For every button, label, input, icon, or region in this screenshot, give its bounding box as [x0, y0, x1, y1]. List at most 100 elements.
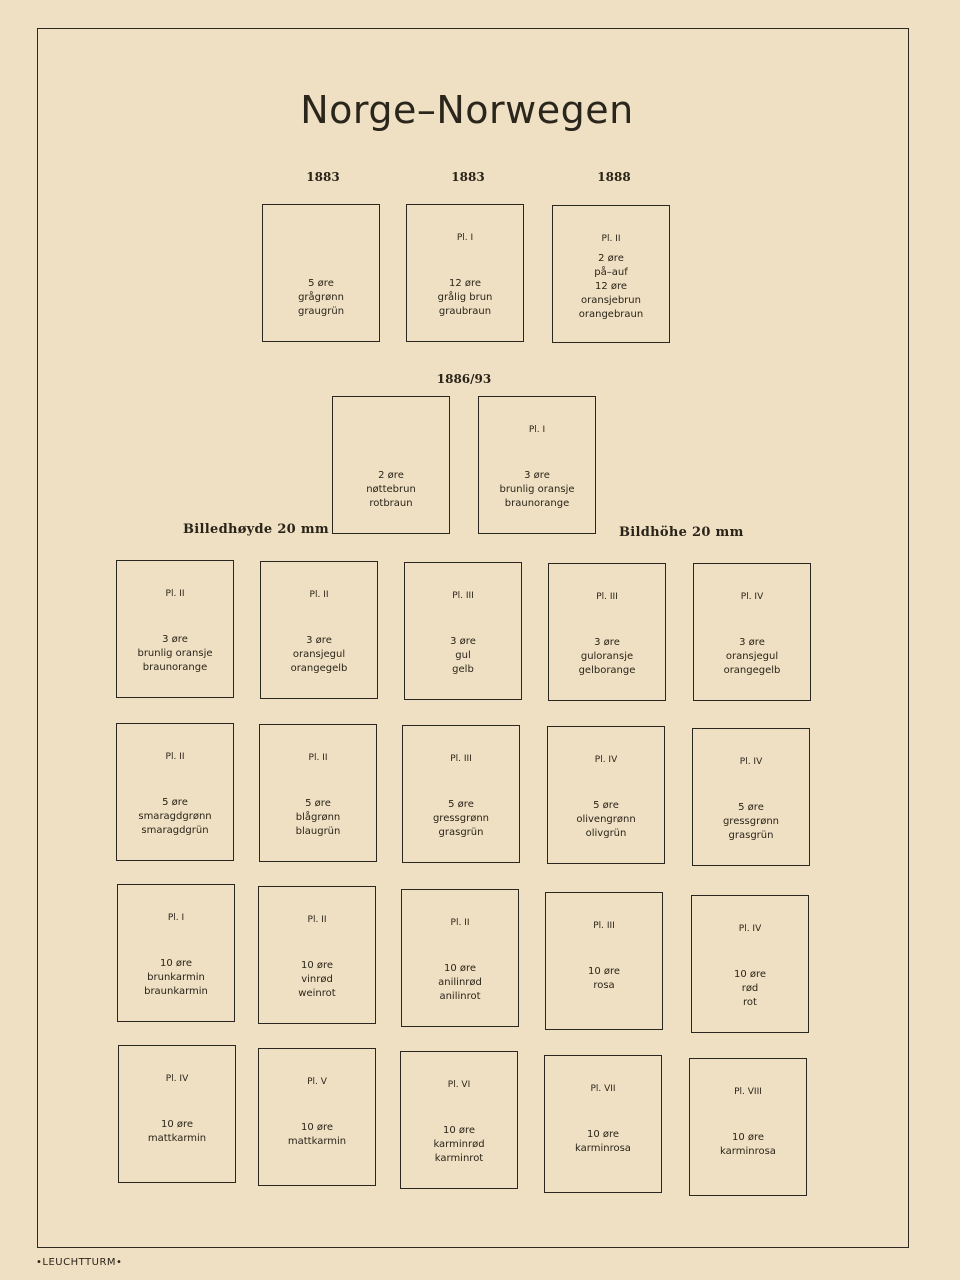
description-line: 12 øre	[448, 278, 482, 289]
description-line: 10 øre	[300, 960, 334, 971]
plate-label: Pl. I	[167, 913, 185, 923]
description-line: 10 øre	[733, 969, 767, 980]
description-line: 3 øre	[162, 634, 188, 645]
description-line: 10 øre	[731, 1132, 765, 1143]
description-line: 3 øre	[739, 637, 765, 648]
description-line: 10 øre	[442, 1125, 476, 1136]
description-line: grålig brun	[437, 292, 493, 303]
plate-label: Pl. II	[165, 752, 185, 762]
description-line: 5 øre	[593, 800, 619, 811]
description-line: olivgrün	[585, 828, 627, 839]
description-line: karminrød	[433, 1139, 485, 1150]
description-line: oransjebrun	[581, 295, 641, 306]
description-line: 5 øre	[162, 797, 188, 808]
description-line: braunorange	[142, 662, 208, 673]
description-line: 10 øre	[443, 963, 477, 974]
description-line: 3 øre	[450, 636, 476, 647]
description-line: vinrød	[301, 974, 333, 985]
description-line: mattkarmin	[287, 1136, 347, 1147]
plate-label: Pl. III	[450, 754, 472, 764]
image-height-note-de: Bildhöhe 20 mm	[619, 525, 744, 540]
year-label: 1886/93	[436, 372, 492, 386]
description-line: rød	[741, 983, 759, 994]
description-line: anilinrød	[438, 977, 482, 988]
plate-label: Pl. II	[601, 234, 621, 244]
description-line: gressgrønn	[432, 813, 490, 824]
description-line: 12 øre	[594, 281, 628, 292]
plate-label: Pl. II	[307, 915, 327, 925]
description-line: gressgrønn	[722, 816, 780, 827]
stamp-description: 3 øre brunlig oransje braunorange	[117, 633, 233, 675]
description-line: orangegelb	[290, 663, 348, 674]
stamp-space: Pl. II 5 øre smaragdgrønn smaragdgrün	[116, 723, 234, 861]
year-label: 1883	[306, 170, 340, 184]
image-height-note-no: Billedhøyde 20 mm	[183, 522, 329, 537]
plate-label: Pl. IV	[738, 924, 762, 934]
publisher-mark: •LEUCHTTURM•	[36, 1257, 123, 1268]
description-line: 3 øre	[594, 637, 620, 648]
plate-label: Pl. III	[596, 592, 618, 602]
page-title: Norge–Norwegen	[300, 88, 634, 132]
description-line: olivengrønn	[576, 814, 636, 825]
plate-label: Pl. V	[307, 1077, 327, 1087]
stamp-description: 5 øre olivengrønn olivgrün	[548, 799, 664, 841]
description-line: blågrønn	[295, 812, 341, 823]
description-line: brunkarmin	[147, 972, 205, 983]
year-label: 1888	[597, 170, 631, 184]
plate-label: Pl. VIII	[734, 1087, 762, 1097]
plate-label: Pl. I	[456, 233, 474, 243]
description-line: mattkarmin	[147, 1133, 207, 1144]
description-line: 5 øre	[308, 278, 334, 289]
description-line: rotbraun	[369, 498, 413, 509]
plate-label: Pl. VI	[447, 1080, 471, 1090]
stamp-description: 10 øre rød rot	[692, 968, 808, 1010]
description-line: 3 øre	[306, 635, 332, 646]
description-line: smaragdgrønn	[138, 811, 212, 822]
description-line: 2 øre	[378, 470, 404, 481]
stamp-description: 5 øre smaragdgrønn smaragdgrün	[117, 796, 233, 838]
description-line: karminrot	[434, 1153, 484, 1164]
plate-label: Pl. IV	[165, 1074, 189, 1084]
plate-label: Pl. I	[528, 425, 546, 435]
plate-label: Pl. IV	[739, 757, 763, 767]
description-line: rot	[743, 997, 757, 1008]
description-line: smaragdgrün	[141, 825, 209, 836]
plate-label: Pl. II	[309, 590, 329, 600]
description-line: guloransje	[580, 651, 634, 662]
description-line: orangegelb	[723, 665, 781, 676]
description-line: 10 øre	[159, 958, 193, 969]
description-line: brunlig oransje	[137, 648, 213, 659]
description-line: 5 øre	[738, 802, 764, 813]
stamp-space: Pl. IV 10 øre rød rot	[691, 895, 809, 1033]
description-line: karminrosa	[575, 1143, 631, 1154]
stamp-space: Pl. II 10 øre vinrød weinrot	[258, 886, 376, 1024]
description-line: blaugrün	[295, 826, 341, 837]
description-line: grågrønn	[298, 292, 344, 303]
description-line: weinrot	[298, 988, 336, 999]
description-line: 2 øre	[598, 253, 624, 264]
description-line: gelb	[452, 664, 474, 675]
